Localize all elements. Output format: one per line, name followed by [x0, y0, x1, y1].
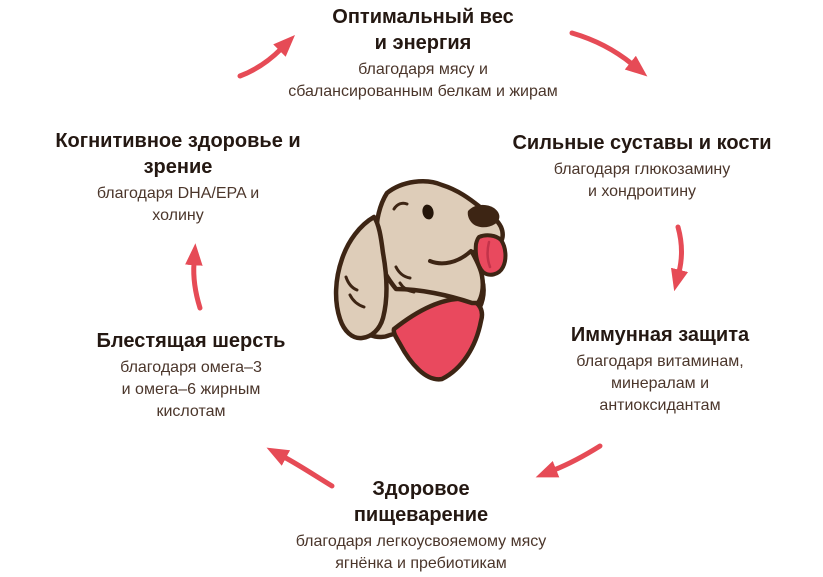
- dog-tongue-line: [486, 240, 492, 269]
- node-strong-joints: Сильные суставы и кости благодаря глюкоз…: [512, 130, 771, 203]
- dog-ear: [333, 214, 389, 341]
- arrow-joints-to-immune-icon: [670, 224, 689, 292]
- node-subtitle: благодаря DHA/EPA и холину: [96, 185, 260, 224]
- dog-eye: [422, 204, 434, 220]
- node-title: Оптимальный вес и энергия: [332, 6, 514, 54]
- dog-fur-details: [344, 201, 416, 309]
- node-title: Блестящая шерсть: [96, 330, 286, 352]
- node-subtitle: благодаря легкоусвояемому мясу ягнёнка и…: [295, 533, 547, 572]
- node-subtitle: благодаря мясу и сбалансированным белкам…: [288, 61, 558, 100]
- node-healthy-digestion: Здоровое пищеварение благодаря легкоусво…: [296, 476, 547, 575]
- node-cognitive-health: Когнитивное здоровье и зрение благодаря …: [55, 128, 300, 227]
- node-shiny-coat: Блестящая шерсть благодаря омега–3 и оме…: [97, 328, 286, 423]
- node-optimal-weight: Оптимальный вес и энергия благодаря мясу…: [288, 4, 558, 103]
- node-title: Иммунная защита: [570, 324, 750, 346]
- dog-illustration: [333, 179, 508, 382]
- arrow-coat-to-cognitive-icon: [185, 243, 203, 311]
- node-title: Здоровое пищеварение: [353, 478, 489, 526]
- node-title: Сильные суставы и кости: [512, 132, 772, 154]
- node-title: Когнитивное здоровье и зрение: [55, 130, 301, 178]
- arrow-immune-to-digestion-icon: [535, 443, 603, 478]
- arrow-weight-to-joints-icon: [569, 30, 648, 77]
- node-subtitle: благодаря омега–3 и омега–6 жирным кисло…: [120, 359, 262, 420]
- node-subtitle: благодаря глюкозамину и хондроитину: [553, 161, 731, 200]
- dog-tongue: [473, 233, 508, 277]
- node-immune-defense: Иммунная защита благодаря витаминам, мин…: [571, 322, 749, 417]
- arrow-digestion-to-coat-icon: [266, 447, 335, 489]
- arrow-cognitive-to-weight-icon: [237, 35, 296, 79]
- node-subtitle: благодаря витаминам, минералам и антиокс…: [576, 353, 744, 414]
- dog-nose: [467, 204, 500, 228]
- dog-smile: [428, 249, 473, 266]
